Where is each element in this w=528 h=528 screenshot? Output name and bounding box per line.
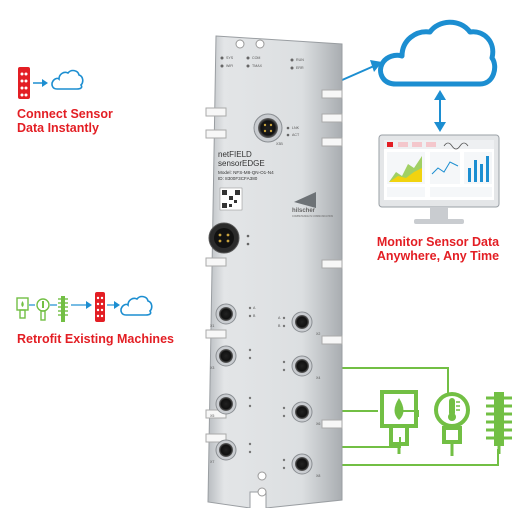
connect-caption-line2: Data Instantly: [17, 121, 99, 135]
port-x8: [291, 453, 313, 475]
connect-caption: Connect Sensor Data Instantly: [17, 107, 113, 135]
monitor-caption-line1: Monitor Sensor Data: [376, 235, 500, 249]
monitor-caption-line2: Anywhere, Any Time: [376, 249, 500, 263]
led-label-err: ERR: [296, 66, 304, 70]
temperature-sensor-icon: [36, 298, 50, 321]
cloud-monitor-arrow: [434, 90, 446, 132]
port-label-xm: X3B: [276, 142, 283, 146]
led-label-tmax: TMAX: [252, 64, 262, 68]
led-a-label: A: [278, 316, 281, 320]
monitor-icon: [378, 134, 500, 224]
id-label: ID: 8300F3CFA380: [218, 176, 258, 181]
led-label-run: RUN: [296, 58, 304, 62]
port-x2: [291, 311, 313, 333]
led-label-sys: SYS: [226, 56, 234, 60]
port-label-x5: X5: [210, 414, 215, 418]
cloud-icon: [51, 69, 84, 90]
port-label-x7: X7: [210, 460, 215, 464]
brand-logo: hilscher: [292, 208, 316, 214]
led-a-label: A: [253, 306, 256, 310]
port-label-x2: X2: [316, 332, 321, 336]
pressure-sensor-icon: [380, 390, 418, 454]
retrofit-caption: Retrofit Existing Machines: [17, 332, 174, 346]
port-label-x8: X8: [316, 474, 321, 478]
connect-caption-line1: Connect Sensor: [17, 107, 113, 121]
port-x4: [291, 355, 313, 377]
port-label-x3: X3: [210, 366, 215, 370]
led-b-label: B: [253, 314, 256, 318]
led-label-com: COM: [252, 56, 261, 60]
product-name-line2: sensorEDGE: [218, 159, 265, 168]
monitor-caption: Monitor Sensor Data Anywhere, Any Time: [368, 235, 508, 263]
device-housing: [205, 35, 343, 508]
cloud-icon: [378, 19, 498, 87]
vibration-sensor-icon: [58, 296, 68, 322]
model-label: Model: NFS-M8-QN-O1-N4: [218, 170, 274, 175]
edge-device-icon: [95, 292, 105, 322]
led-label-wifi: WiFi: [226, 64, 234, 68]
port-label-x4: X4: [316, 376, 321, 380]
port-x1: [215, 303, 237, 325]
product-name-line1: netFIELD: [218, 150, 252, 159]
arrow-right-icon: [33, 79, 48, 87]
edge-device-icon: [18, 67, 30, 99]
brand-sub: COMPETENCE IN COMMUNICATION: [292, 215, 334, 218]
port-x5: [215, 393, 237, 415]
retrofit-caption-text: Retrofit Existing Machines: [17, 332, 174, 346]
port-x3: [215, 345, 237, 367]
pressure-sensor-icon: [16, 297, 29, 319]
port-label-lnk: LNK: [292, 126, 299, 130]
led-b-label: B: [278, 324, 281, 328]
retrofit-icons-row: [16, 292, 153, 322]
vibration-sensor-icon: [486, 392, 512, 454]
cloud-icon: [120, 295, 153, 316]
port-x7: [215, 439, 237, 461]
sensor-edge-device: SYS WiFi COM TMAX RUN ERR LNK ACT X3B ne…: [196, 30, 350, 508]
port-x6: [291, 401, 313, 423]
port-label-x1: X1: [210, 324, 215, 328]
port-label-x6: X6: [316, 422, 321, 426]
temperature-sensor-icon: [434, 392, 470, 456]
port-label-act: ACT: [292, 133, 300, 137]
